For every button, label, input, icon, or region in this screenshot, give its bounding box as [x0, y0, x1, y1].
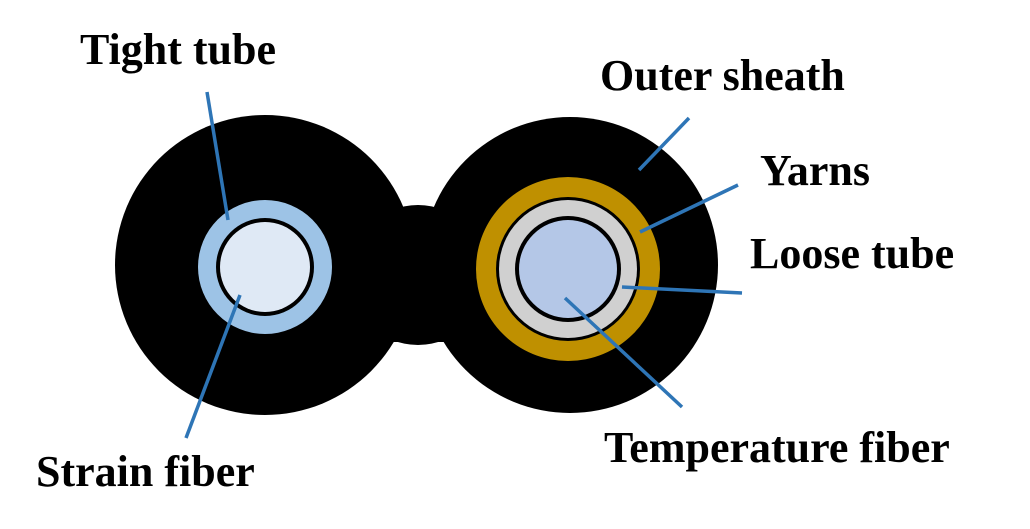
- temperature-fiber: [519, 220, 617, 318]
- label-temperature-fiber: Temperature fiber: [604, 423, 950, 472]
- label-outer-sheath: Outer sheath: [600, 51, 845, 100]
- label-strain-fiber: Strain fiber: [36, 447, 255, 496]
- leader-temperature-fiber: [563, 296, 684, 409]
- leader-yarns: [639, 183, 739, 234]
- label-tight-tube: Tight tube: [80, 25, 276, 74]
- temperature-unit: [476, 177, 660, 361]
- strain-unit: [198, 200, 332, 334]
- label-yarns: Yarns: [760, 146, 870, 195]
- sheath-bridge-bump: [348, 205, 488, 345]
- label-loose-tube: Loose tube: [750, 229, 954, 278]
- leader-lines: [184, 91, 743, 439]
- leader-tight-tube: [205, 91, 230, 221]
- strain-fiber: [220, 222, 310, 312]
- leader-strain-fiber: [184, 294, 242, 439]
- leader-loose-tube: [621, 285, 743, 295]
- leader-outer-sheath: [637, 116, 691, 172]
